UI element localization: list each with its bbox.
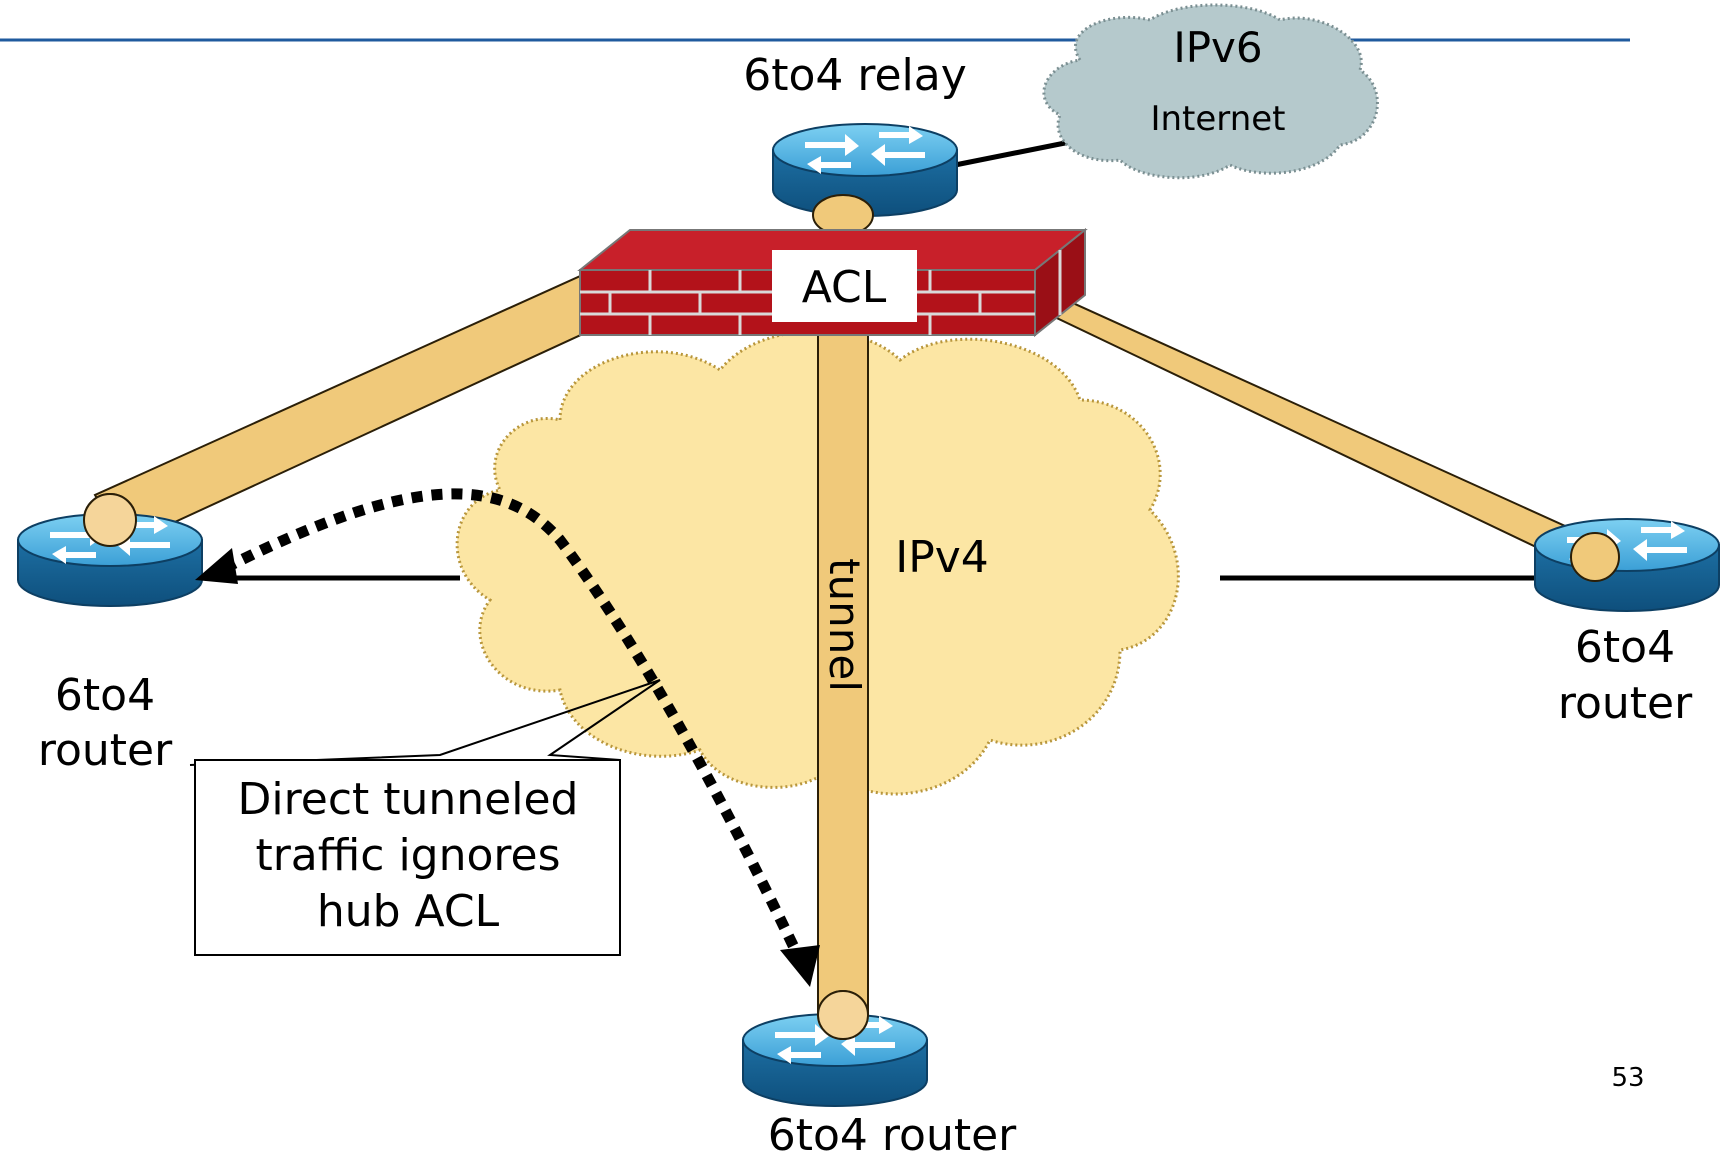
callout-line-3: hub ACL bbox=[317, 886, 500, 937]
ipv6-cloud-title: IPv6 bbox=[1173, 23, 1262, 72]
arrowhead-left bbox=[195, 548, 238, 584]
ipv6-cloud bbox=[1042, 3, 1379, 180]
right-router-label-1: 6to4 bbox=[1575, 622, 1675, 673]
right-router-label-2: router bbox=[1558, 678, 1693, 729]
callout-leader bbox=[189, 679, 661, 766]
arrowhead-bottom bbox=[780, 945, 820, 987]
bottom-router-label: 6to4 router bbox=[768, 1110, 1017, 1159]
slide-number: 53 bbox=[1611, 1063, 1644, 1093]
ipv6-cloud-subtitle: Internet bbox=[1150, 99, 1285, 139]
callout-box bbox=[194, 759, 621, 956]
ipv4-label: IPv4 bbox=[895, 532, 989, 583]
acl-label: ACL bbox=[802, 262, 887, 313]
direct-traffic-arrow bbox=[222, 488, 805, 963]
relay-label: 6to4 relay bbox=[743, 50, 967, 101]
callout-line-2: traffic ignores bbox=[255, 830, 560, 881]
router-icon-right bbox=[1534, 518, 1720, 612]
tunnel-vertical bbox=[817, 299, 869, 1016]
acl-box bbox=[772, 250, 917, 322]
left-router-label-2: router bbox=[38, 725, 173, 776]
callout-line-1: Direct tunneled bbox=[238, 774, 579, 825]
left-router-label-1: 6to4 bbox=[55, 670, 155, 721]
tunnel-label: tunnel bbox=[820, 558, 869, 692]
link-relay-ipv6 bbox=[954, 137, 1081, 168]
